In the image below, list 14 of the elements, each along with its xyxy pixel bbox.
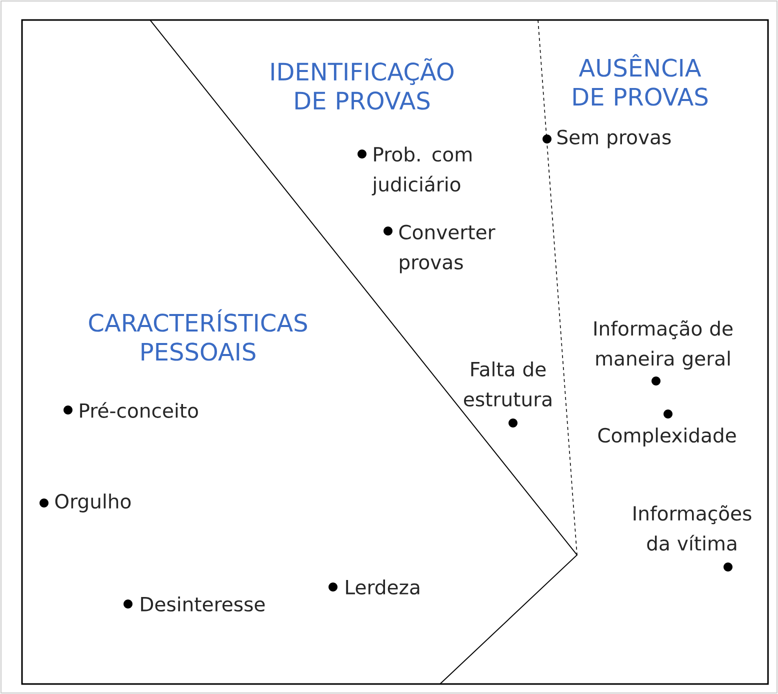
region-heading: CARACTERÍSTICAS PESSOAIS [89, 309, 307, 361]
item-label: Desinteresse [141, 596, 265, 612]
item-label: Informação de maneira geral [594, 320, 732, 370]
item-label: Sem provas [558, 130, 671, 148]
item-label: Converter provas [399, 224, 496, 274]
region-heading: AUSÊNCIA DE PROVAS [573, 54, 708, 106]
item-label: Prob. com judiciário [372, 146, 472, 196]
region-heading: IDENTIFICAÇÃO DE PROVAS [272, 58, 454, 110]
item-label: Informações da vítima [634, 505, 752, 551]
item-label: Complexidade [598, 428, 736, 446]
item-label: Lerdeza [346, 579, 420, 595]
item-label: Pré-conceito [80, 402, 198, 418]
item-label: Orgulho [55, 494, 131, 512]
item-label: Falta de estrutura [464, 361, 552, 407]
